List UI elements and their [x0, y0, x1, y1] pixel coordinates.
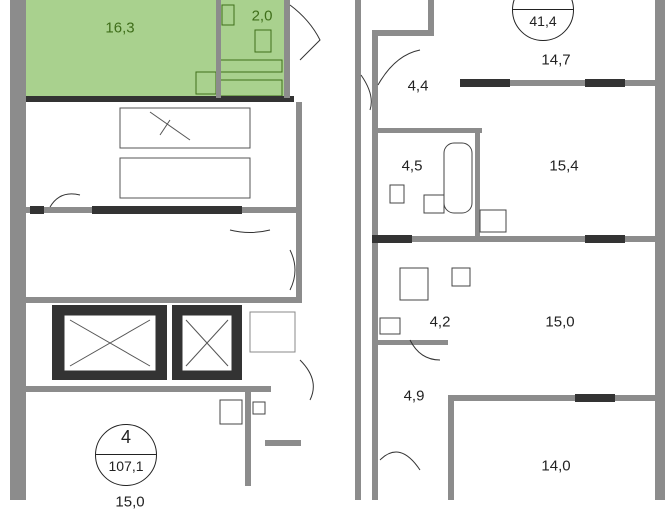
apartment-badge[interactable]: 4 107,1	[95, 424, 157, 486]
room-area-label: 16,3	[105, 19, 135, 37]
highlighted-room[interactable]	[26, 0, 216, 98]
floor-plan	[10, 0, 665, 500]
apartment-number: 4	[120, 427, 131, 447]
room-area-label: 2,0	[251, 7, 273, 25]
room-area-label: 4,2	[429, 313, 451, 331]
room-area-label: 14,0	[541, 457, 571, 475]
room-area-label: 4,9	[403, 387, 425, 405]
apartment-total-area: 107,1	[108, 458, 144, 474]
room-area-label: 14,7	[541, 51, 571, 69]
apartment-number: 1	[513, 0, 573, 3]
apartment-total-area: 41,4	[529, 13, 557, 29]
highlighted-bathroom[interactable]	[216, 0, 284, 98]
room-area-label: 15,0	[115, 493, 145, 511]
room-area-label: 15,0	[545, 313, 575, 331]
room-area-label: 15,4	[549, 157, 579, 175]
room-area-label: 4,4	[407, 77, 429, 95]
room-area-label: 4,5	[401, 157, 423, 175]
